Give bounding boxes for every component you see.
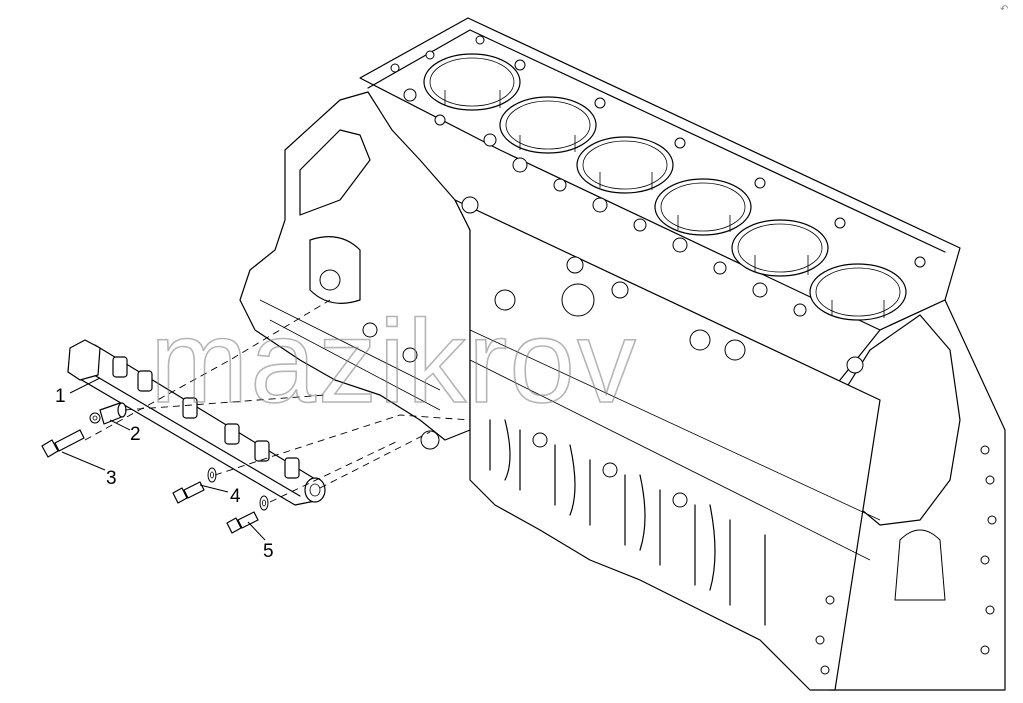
corner-mark: ↶: [1000, 4, 1008, 15]
callout-4: 4: [230, 486, 241, 507]
cylinder-bores: [423, 53, 907, 321]
rail-outlets: [112, 356, 300, 479]
bolt-with-washer-lower: [226, 495, 269, 534]
fuel-rail: [67, 339, 326, 506]
rear-face-holes: [815, 445, 997, 675]
rail-spacer: [89, 402, 127, 425]
callout-1: 1: [55, 386, 66, 407]
watermark: mazikrov: [150, 296, 638, 428]
cylinder-block: [239, 17, 1006, 691]
assembly-lines: [84, 299, 471, 503]
callout-3: 3: [106, 468, 117, 489]
bolt-with-washer-upper: [172, 467, 217, 504]
long-bolt: [41, 429, 85, 458]
callout-leaders: [61, 377, 266, 541]
block-bosses: [420, 196, 864, 508]
deck-holes: [390, 35, 926, 317]
crankcase-ribs: [469, 329, 881, 626]
callout-2: 2: [130, 424, 141, 445]
callout-5: 5: [263, 541, 274, 562]
front-face-details: [259, 129, 441, 411]
